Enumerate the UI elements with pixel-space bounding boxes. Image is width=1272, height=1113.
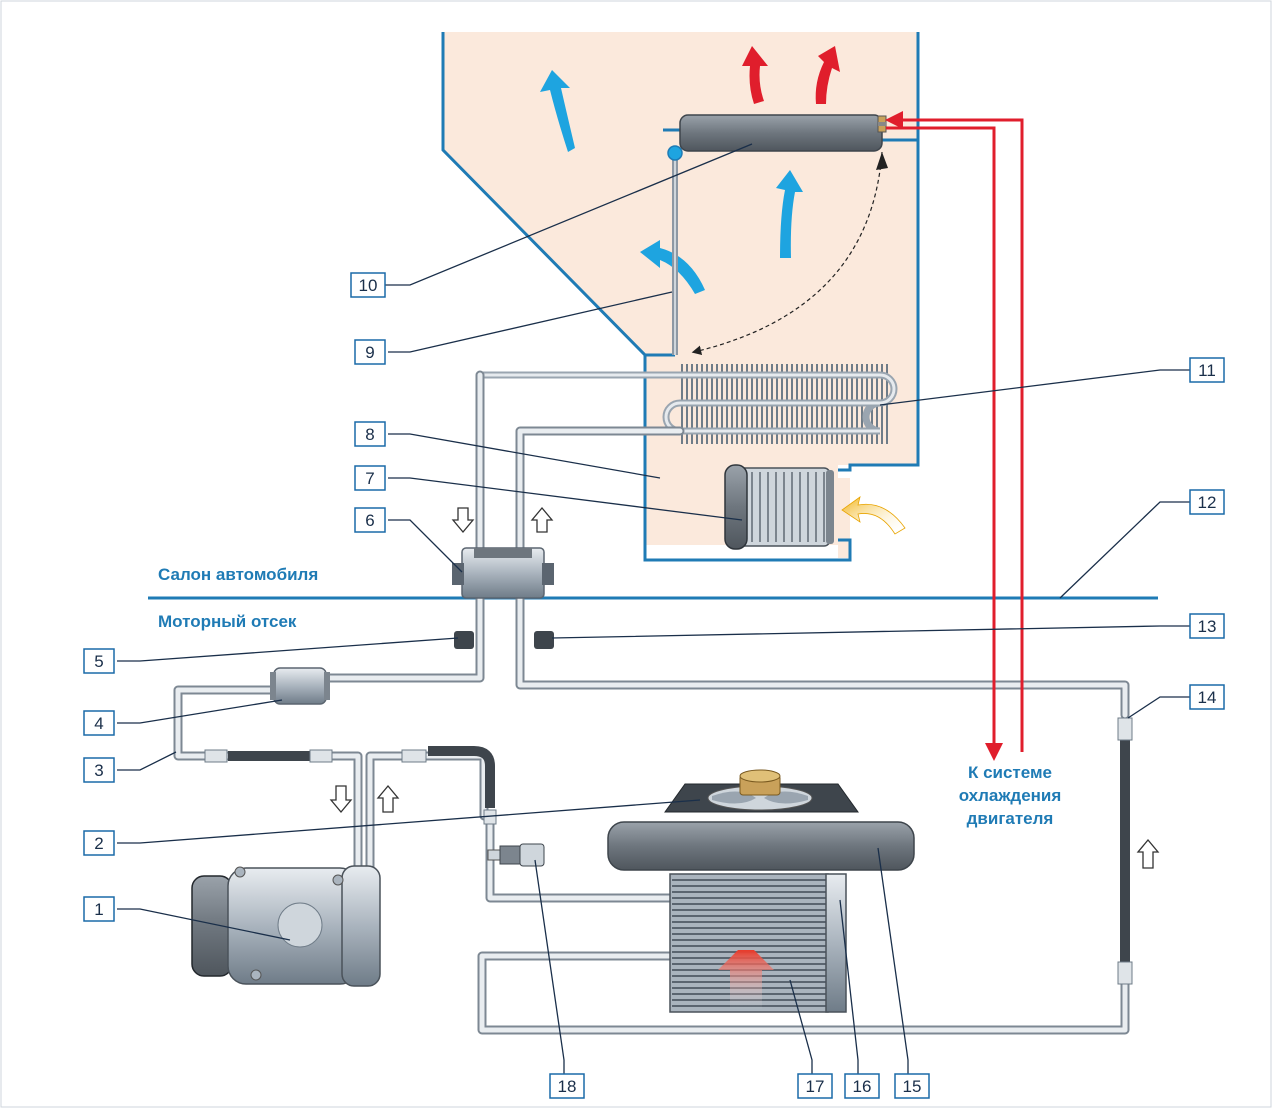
callout-number: 14: [1198, 688, 1217, 707]
callout-12: 12: [1189, 489, 1225, 515]
callout-number: 11: [1198, 361, 1216, 380]
condenser-tank: [825, 873, 847, 1013]
callout-number: 4: [94, 714, 103, 733]
callout-number: 16: [853, 1077, 872, 1096]
compressor: [191, 865, 381, 987]
callout-1: 1: [83, 896, 115, 922]
blower-motor: [724, 464, 906, 550]
service-port-high: [534, 631, 554, 649]
heat-arrow-icon: [742, 46, 768, 104]
callout-13: 13: [1189, 613, 1225, 639]
intake-air-arrow-icon: [841, 496, 906, 535]
flap-travel-arrow: [691, 151, 883, 355]
callout-number: 3: [94, 761, 103, 780]
evaporator: [480, 364, 898, 444]
callout-number: 7: [365, 469, 374, 488]
receiver-drier-icon: [273, 667, 327, 705]
air-flap: [667, 145, 888, 355]
heater-core-icon: [679, 114, 883, 152]
callout-number: 15: [903, 1077, 922, 1096]
callout-number: 17: [806, 1077, 825, 1096]
callout-6: 6: [354, 507, 386, 533]
callout-number: 8: [365, 425, 374, 444]
callout-number: 2: [94, 834, 103, 853]
callout-18: 18: [549, 1073, 585, 1099]
up-arrow-icon: [376, 784, 400, 813]
service-port-low: [454, 631, 474, 649]
refrigerant-lines: [173, 370, 1130, 1035]
callout-number: 12: [1198, 493, 1217, 512]
callout-10: 10: [350, 272, 386, 298]
up-arrow-icon: [1136, 838, 1160, 869]
down-arrow-icon: [451, 507, 475, 534]
callout-8: 8: [354, 421, 386, 447]
callout-16: 16: [844, 1073, 880, 1099]
flow-arrows: [329, 506, 1160, 869]
engine-bay-zone-label: Моторный отсек: [158, 612, 297, 631]
callout-number: 10: [359, 276, 378, 295]
radiator-fan: [607, 769, 915, 871]
callout-5: 5: [83, 648, 115, 674]
coolant-caption-line1: К системе: [968, 763, 1052, 782]
down-arrow-icon: [329, 785, 353, 814]
callout-15: 15: [894, 1073, 930, 1099]
flap-pivot-icon: [667, 145, 683, 161]
receiver-drier: [270, 667, 330, 705]
leader-lines: [117, 143, 1190, 1074]
callout-number: 1: [94, 900, 103, 919]
condenser: [669, 873, 847, 1013]
callout-number: 5: [94, 652, 103, 671]
hoses: [204, 717, 1133, 985]
heat-arrow-icon: [718, 950, 774, 1010]
callout-4: 4: [83, 710, 115, 736]
airflow-arrow-icon: [540, 70, 575, 152]
expansion-valve: [452, 547, 554, 599]
coolant-caption-line2: охлаждения: [959, 786, 1062, 805]
pressure-switch: [487, 843, 545, 867]
hvac-housing: [441, 32, 920, 562]
radiator-icon: [607, 821, 915, 871]
coolant-caption-line3: двигателя: [967, 809, 1054, 828]
airflow-arrow-icon: [776, 170, 803, 258]
callout-14: 14: [1189, 684, 1225, 710]
callout-7: 7: [354, 465, 386, 491]
callout-9: 9: [354, 339, 386, 365]
pressure-switch-icon: [519, 843, 545, 867]
callout-number: 13: [1198, 617, 1217, 636]
callout-number: 18: [558, 1077, 577, 1096]
heated-air-arrows: [742, 46, 840, 104]
callout-2: 2: [83, 830, 115, 856]
callout-number: 6: [365, 511, 374, 530]
high-pressure-hose: [1120, 740, 1130, 962]
coolant-lines: [885, 111, 1024, 761]
callout-3: 3: [83, 757, 115, 783]
cabin-zone-label: Салон автомобиля: [158, 565, 318, 584]
heater-core: [679, 114, 887, 152]
callout-11: 11: [1189, 357, 1225, 383]
heat-arrow-icon: [815, 46, 840, 104]
callout-17: 17: [797, 1073, 833, 1099]
callout-number: 9: [365, 343, 374, 362]
up-arrow-icon: [530, 506, 554, 533]
